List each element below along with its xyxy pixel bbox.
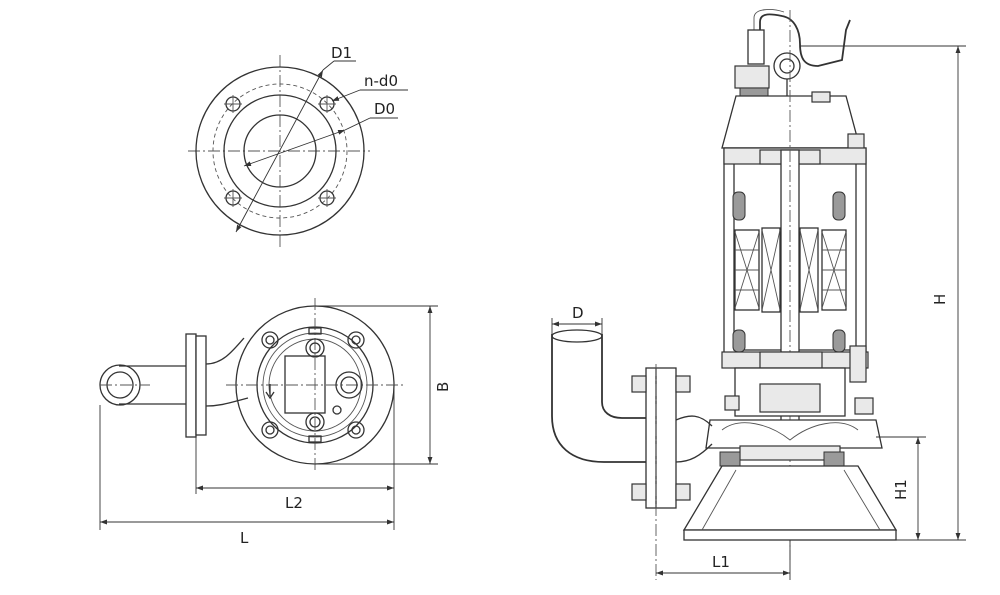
plan-view-lugs <box>261 327 365 443</box>
label-n-d0: n-d0 <box>364 72 398 90</box>
stator-windings <box>732 191 847 353</box>
label-l1: L1 <box>712 553 730 571</box>
label-l2: L2 <box>285 494 303 512</box>
label-d1: D1 <box>331 44 352 62</box>
label-d0: D0 <box>374 100 395 118</box>
flange-view <box>188 55 408 250</box>
label-h1: H1 <box>892 479 910 500</box>
label-d: D <box>572 304 584 322</box>
plan-view <box>99 298 438 530</box>
label-l: L <box>240 529 249 547</box>
elevation-view <box>551 9 966 580</box>
label-h: H <box>931 294 949 305</box>
label-b: B <box>434 382 452 392</box>
